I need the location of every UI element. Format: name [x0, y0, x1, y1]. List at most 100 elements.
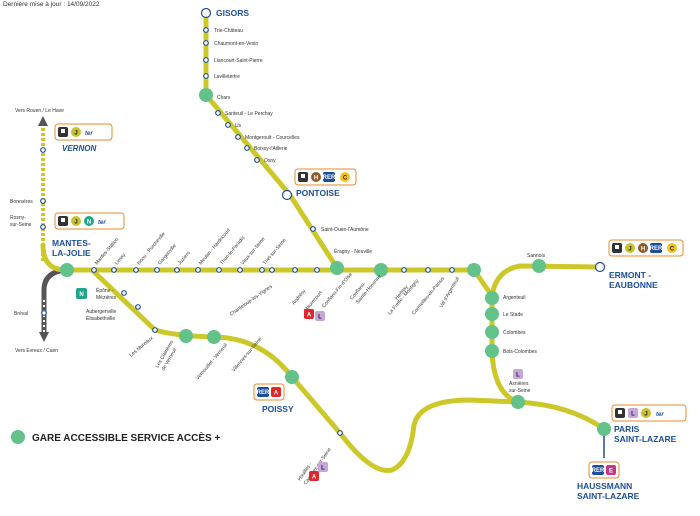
station-thun[interactable]: [216, 267, 222, 273]
station-asnieres[interactable]: [511, 395, 525, 409]
svg-text:Rosny-: Rosny-: [10, 215, 26, 221]
badge-rer: [257, 387, 269, 397]
station-andresy[interactable]: [292, 267, 298, 273]
badge-ter: ter: [85, 131, 93, 137]
station-les-clairieres[interactable]: [179, 329, 193, 343]
svg-text:C: C: [343, 176, 348, 182]
svg-text:A: A: [312, 475, 317, 481]
station-paris-st-lazare[interactable]: [597, 422, 611, 436]
svg-text:J: J: [74, 220, 77, 226]
station-argenteuil[interactable]: [485, 291, 499, 305]
station-montgeroult[interactable]: [235, 134, 241, 140]
line-to-breval: [41, 267, 67, 336]
station-liancourt[interactable]: [203, 57, 209, 63]
station-bois-colombes[interactable]: [485, 344, 499, 358]
station-vaux[interactable]: [237, 267, 243, 273]
station-breval[interactable]: [41, 310, 47, 316]
svg-text:Andrésy: Andrésy: [291, 288, 308, 306]
station-val-argenteuil[interactable]: [467, 263, 481, 277]
station-houilles[interactable]: [337, 430, 343, 436]
badge-C: [667, 243, 677, 253]
station-santeuil[interactable]: [215, 110, 221, 116]
station-aubergenville[interactable]: [135, 304, 141, 310]
station-ermont[interactable]: [594, 261, 606, 273]
station-verneuil[interactable]: [207, 330, 221, 344]
svg-text:L: L: [631, 412, 635, 418]
station-gargenville[interactable]: [154, 267, 160, 273]
station-limay[interactable]: [111, 267, 117, 273]
svg-text:Liancourt-Saint-Pierre: Liancourt-Saint-Pierre: [214, 58, 263, 64]
station-gisors[interactable]: [200, 7, 212, 19]
svg-text:SAINT-LAZARE: SAINT-LAZARE: [614, 434, 677, 444]
station-chars[interactable]: [199, 88, 213, 102]
station-herblay[interactable]: [401, 267, 407, 273]
svg-text:J: J: [644, 412, 647, 418]
station-epone[interactable]: [121, 290, 127, 296]
svg-text:Bréval: Bréval: [14, 311, 28, 317]
svg-text:Trie-Château: Trie-Château: [214, 28, 243, 34]
station-vernon[interactable]: [40, 147, 46, 153]
svg-text:C: C: [670, 247, 675, 253]
station-triel[interactable]: [259, 267, 265, 273]
svg-text:Conflans-Fin-d'Oise: Conflans-Fin-d'Oise: [321, 272, 354, 310]
svg-text:MANTES-: MANTES-: [52, 238, 91, 248]
station-meulan[interactable]: [195, 267, 201, 273]
station-pontoise[interactable]: [281, 189, 293, 201]
station-maurecourt[interactable]: [314, 267, 320, 273]
station-boissy[interactable]: [244, 145, 250, 151]
badge-L: [315, 311, 325, 321]
svg-text:Le Stade: Le Stade: [503, 312, 523, 318]
badge-N: [76, 288, 87, 299]
station-la-frette[interactable]: [425, 267, 431, 273]
station-le-stade[interactable]: [485, 307, 499, 321]
badges-mantes: J N ter: [54, 212, 125, 230]
station-chaumont[interactable]: [203, 40, 209, 46]
station-us[interactable]: [225, 122, 231, 128]
svg-text:Sannois: Sannois: [527, 253, 546, 259]
svg-text:Chars: Chars: [217, 95, 231, 101]
station-rosny[interactable]: [40, 224, 46, 230]
label-gisors: GISORS: [216, 8, 249, 18]
station-cormeilles[interactable]: [449, 267, 455, 273]
svg-text:Les Mureaux: Les Mureaux: [128, 335, 154, 358]
small-stations: [40, 7, 606, 436]
svg-text:H: H: [314, 176, 318, 182]
station-chanteloup[interactable]: [269, 267, 275, 273]
svg-text:EAUBONNE: EAUBONNE: [609, 280, 658, 290]
svg-text:L: L: [516, 373, 520, 379]
svg-text:Mézières: Mézières: [96, 295, 117, 301]
station-les-mureaux[interactable]: [152, 327, 158, 333]
svg-text:J: J: [628, 247, 631, 253]
station-labels: GISORS Trie-Château Chaumont-en-Vexin Li…: [10, 8, 677, 501]
svg-text:LA-JOLIE: LA-JOLIE: [52, 248, 91, 258]
station-conflans-sh[interactable]: [374, 263, 388, 277]
svg-text:SAINT-LAZARE: SAINT-LAZARE: [577, 491, 640, 501]
station-boissieres[interactable]: [40, 198, 46, 204]
svg-text:Limay: Limay: [114, 252, 127, 266]
arrow-up-icon: [38, 116, 48, 126]
badge-E: [606, 465, 616, 475]
line-asnieres-paris: [515, 399, 607, 432]
badges-poissy: RER A: [253, 383, 285, 401]
badge-L: [628, 408, 638, 418]
station-mantes-station[interactable]: [91, 267, 97, 273]
svg-text:RER: RER: [323, 175, 336, 181]
station-st-ouen[interactable]: [310, 226, 316, 232]
station-poissy[interactable]: [285, 370, 299, 384]
legend-green-dot: [11, 430, 25, 444]
station-colombes[interactable]: [485, 325, 499, 339]
station-mantes-la-jolie[interactable]: [60, 263, 74, 277]
station-lavilletertre[interactable]: [203, 73, 209, 79]
station-issou[interactable]: [133, 267, 139, 273]
badge-A: [304, 309, 314, 319]
station-sannois[interactable]: [532, 259, 546, 273]
svg-text:HAUSSMANN: HAUSSMANN: [577, 481, 632, 491]
station-juziers[interactable]: [174, 267, 180, 273]
svg-text:Asnières: Asnières: [509, 381, 529, 387]
station-trie[interactable]: [203, 27, 209, 33]
badges-houilles: A L: [309, 462, 328, 481]
badge-A: [309, 471, 319, 481]
svg-text:sur-Seine: sur-Seine: [10, 222, 32, 228]
station-conflans-fin[interactable]: [330, 261, 344, 275]
station-osny[interactable]: [254, 157, 260, 163]
